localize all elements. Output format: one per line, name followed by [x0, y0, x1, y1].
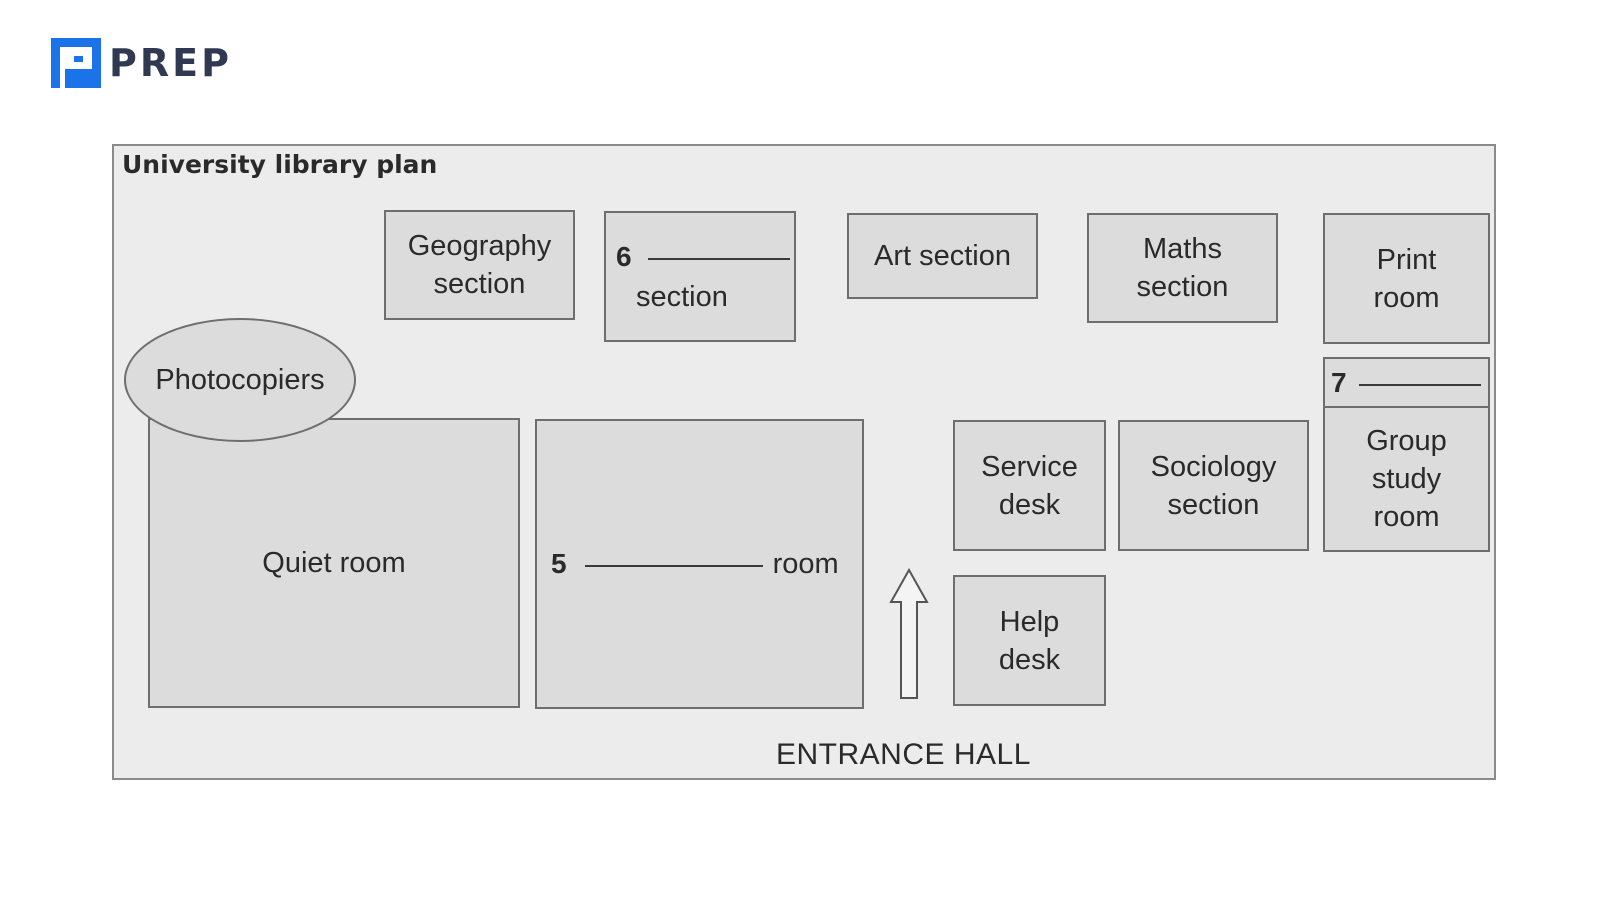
question-7-number: 7: [1331, 366, 1347, 398]
print-room-label: Print room: [1373, 243, 1440, 314]
blank-6-suffix: section: [636, 280, 728, 313]
question-5-number: 5: [551, 548, 567, 579]
photocopiers-label: Photocopiers: [155, 363, 325, 396]
art-section: Art section: [847, 213, 1038, 299]
service-desk-label: Service desk: [981, 450, 1078, 521]
service-desk: Service desk: [953, 420, 1106, 551]
blank-5-suffix: room: [772, 548, 839, 580]
sociology-section: Sociology section: [1118, 420, 1309, 551]
help-desk-label: Help desk: [998, 605, 1061, 676]
up-arrow-icon: [889, 568, 929, 699]
prep-logo: PREP: [51, 38, 232, 88]
group-study-room: Group study room: [1323, 406, 1490, 552]
answer-blank-5: [584, 561, 763, 567]
maths-section-label: Maths section: [1136, 233, 1229, 303]
group-study-room-label: Group study room: [1366, 425, 1447, 533]
entrance-hall-label: ENTRANCE HALL: [776, 738, 1031, 771]
brand-name: PREP: [109, 41, 232, 85]
help-desk: Help desk: [953, 575, 1106, 706]
answer-blank-6: [647, 254, 790, 260]
print-room: Print room: [1323, 213, 1490, 344]
photocopiers: Photocopiers: [124, 318, 356, 442]
art-section-label: Art section: [874, 240, 1011, 272]
maths-section: Maths section: [1087, 213, 1278, 323]
answer-blank-7: [1358, 380, 1481, 386]
geography-section-label: Geography section: [407, 230, 552, 300]
prep-logo-icon: [51, 38, 101, 88]
quiet-room: Quiet room: [148, 418, 520, 708]
blank-7-room: 7: [1323, 357, 1490, 408]
blank-5-room: 5 room: [535, 419, 864, 709]
quiet-room-label: Quiet room: [262, 547, 406, 579]
plan-title: University library plan: [122, 150, 438, 179]
blank-6-section: 6 section: [604, 211, 796, 342]
library-plan: University library plan Geography sectio…: [112, 144, 1496, 780]
question-6-number: 6: [616, 240, 632, 272]
geography-section: Geography section: [384, 210, 575, 320]
sociology-section-label: Sociology section: [1150, 450, 1277, 521]
